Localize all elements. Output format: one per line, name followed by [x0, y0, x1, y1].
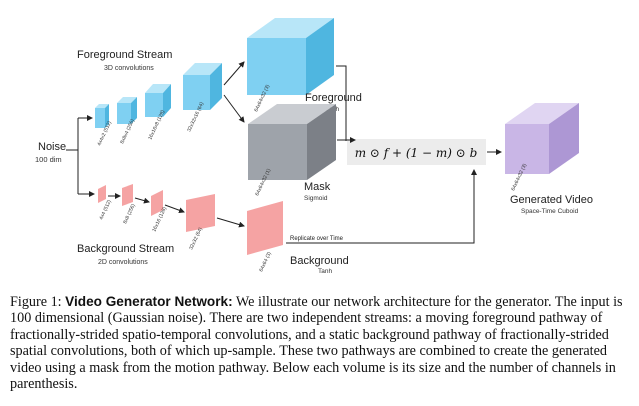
bg-volume-3: 16x16 (128) [151, 190, 168, 233]
bg-volume-2-label: 8x8 (256) [122, 203, 137, 225]
fg-volume-4: 32x32x16 (64) [183, 63, 222, 133]
fg-volume-1: 4x4x2 (512) [95, 104, 113, 147]
noise-subtitle: 100 dim [35, 155, 62, 164]
generator-network-diagram: Noise 100 dim Foreground Stream 3D convo… [35, 18, 593, 275]
background-subtitle: Tanh [318, 268, 332, 275]
mask-output-volume: 64x64x32 (1) [248, 104, 336, 197]
background-output-label: 64x64 (3) [258, 251, 273, 273]
foreground-stream-subtitle: 3D convolutions [104, 65, 154, 72]
combination-formula: m ⊙ f + (1 − m) ⊙ b [355, 146, 478, 160]
figure-number: Figure 1: [10, 294, 62, 310]
foreground-output-volume: 64x64x32 (3) [247, 18, 334, 113]
bg-volume-1: 4x4 (512) [98, 185, 113, 221]
background-stream-title: Background Stream [77, 243, 174, 255]
combination-formula-box [347, 139, 486, 165]
bg-volume-2: 8x8 (256) [122, 184, 137, 225]
mask-title: Mask [304, 181, 331, 193]
figure-caption-text: We illustrate our network architecture f… [10, 294, 623, 393]
foreground-stream-title: Foreground Stream [77, 49, 172, 61]
mask-subtitle: Sigmoid [304, 195, 328, 202]
bg-volume-1-label: 4x4 (512) [98, 199, 113, 221]
background-output-volume: 64x64 (3) [247, 201, 283, 273]
noise-connector [66, 115, 95, 197]
noise-title: Noise [38, 141, 66, 153]
bg-volume-4: 32x32 (64) [186, 194, 215, 251]
figure-title: Video Generator Network: [65, 294, 233, 309]
generated-video-volume: 64x64x32 (3) [505, 103, 579, 192]
fg-volume-2: 8x8x4 (256) [117, 97, 137, 145]
generated-video-title: Generated Video [510, 194, 593, 206]
replicate-connector [286, 169, 477, 244]
fg-to-outputs-connector [223, 61, 245, 123]
replicate-label: Replicate over Time [290, 236, 344, 242]
formula-input-connectors [336, 65, 356, 143]
fg-volume-3: 16x16x8 (128) [145, 84, 171, 141]
foreground-title: Foreground [305, 92, 362, 104]
generated-video-subtitle: Space-Time Cuboid [521, 208, 579, 215]
background-stream-subtitle: 2D convolutions [98, 259, 148, 266]
bg-stream-connectors [108, 193, 245, 228]
figure-caption: Figure 1: Video Generator Network: We il… [10, 294, 630, 392]
background-title: Background [290, 255, 349, 267]
